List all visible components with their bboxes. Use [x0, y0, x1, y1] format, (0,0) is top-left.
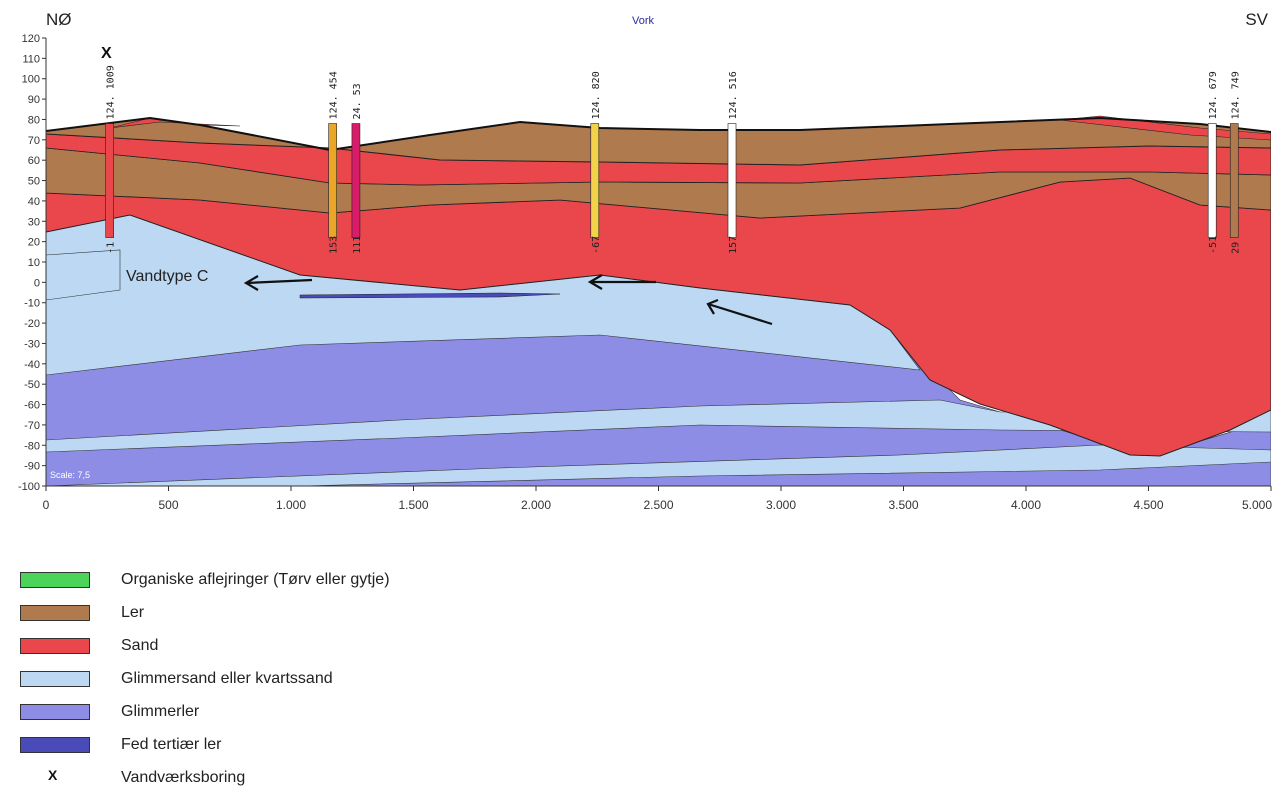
y-tick-label: -10 — [24, 298, 40, 310]
x-tick-label: 500 — [158, 498, 178, 512]
y-tick-label: 20 — [28, 237, 40, 249]
borehole-column — [351, 123, 361, 238]
borehole-bottom-label: 157 — [728, 236, 739, 254]
borehole-bottom-label: 153 — [329, 236, 340, 254]
borehole-top-label: 124. 679 — [1208, 71, 1219, 119]
x-tick-label: 1.500 — [398, 498, 428, 512]
legend-swatch-fed-tertiaer-ler — [20, 737, 90, 753]
legend-label-sand: Sand — [121, 637, 159, 654]
y-tick-label: 120 — [22, 33, 40, 45]
section-title: Vork — [631, 15, 654, 27]
legend-label-glimmersand: Glimmersand eller kvartssand — [121, 670, 333, 687]
x-tick-label: 4.000 — [1011, 498, 1041, 512]
x-tick-label: 1.000 — [276, 498, 306, 512]
strata — [46, 115, 1271, 486]
y-tick-label: 10 — [28, 257, 40, 269]
y-tick-label: -80 — [24, 440, 40, 452]
borehole-bottom-label: -51 — [1208, 236, 1219, 254]
flow-arrow-2 — [587, 274, 656, 290]
borehole-top-label: 124. 749 — [1230, 71, 1241, 119]
flow-arrow-1 — [243, 275, 313, 291]
y-tick-label: -40 — [24, 359, 40, 371]
y-tick-label: 100 — [22, 74, 40, 86]
y-tick-label: 80 — [28, 114, 40, 126]
y-axis-ticks: 1201101009080706050403020100-10-20-30-40… — [18, 33, 46, 493]
borehole-top-label: 124. 1009 — [106, 65, 117, 119]
ground-surface-line — [46, 116, 1271, 152]
borehole-bottom-label: 111 — [352, 236, 363, 254]
direction-northeast-label: NØ — [46, 10, 72, 29]
borehole-top-label: 124. 820 — [591, 71, 602, 119]
borehole-column — [727, 123, 737, 238]
y-tick-label: -90 — [24, 461, 40, 473]
wellfield-marker: X — [101, 45, 112, 62]
flow-arrow-3 — [706, 298, 773, 326]
y-tick-label: 60 — [28, 155, 40, 167]
layer-sand-surface-right — [1059, 115, 1271, 141]
borehole-bottom-label: 29 — [1230, 242, 1241, 254]
legend-swatch-ler — [20, 605, 90, 621]
y-tick-label: -30 — [24, 338, 40, 350]
x-tick-label: 2.500 — [643, 498, 673, 512]
borehole-column — [1229, 123, 1239, 238]
y-tick-label: -50 — [24, 379, 40, 391]
layer-glimmersand-band-3 — [46, 444, 1271, 486]
y-tick-label: -100 — [18, 481, 40, 493]
legend-symbol-x: X — [48, 767, 58, 783]
y-tick-label: -70 — [24, 420, 40, 432]
borehole-bottom-label: -1 — [106, 242, 117, 254]
layer-glimmersand-left — [46, 249, 121, 301]
flow-arrows — [243, 274, 773, 326]
x-tick-label: 0 — [43, 498, 50, 512]
x-tick-label: 3.500 — [888, 498, 918, 512]
borehole-bottom-label: -67 — [591, 236, 602, 254]
y-tick-label: 70 — [28, 135, 40, 147]
scale-label: Scale: 7,5 — [50, 470, 90, 480]
layer-fed-tertiaer-ler — [299, 292, 561, 299]
y-tick-label: -60 — [24, 400, 40, 412]
x-axis-ticks: 0 500 1.000 1.500 2.000 2.500 3.000 3.500 4.000 4… — [43, 486, 1272, 512]
legend-label-ler: Ler — [121, 604, 145, 621]
legend-swatch-glimmersand — [20, 671, 90, 687]
y-tick-label: 40 — [28, 196, 40, 208]
legend-label-glimmerler: Glimmerler — [121, 703, 200, 720]
y-tick-label: 50 — [28, 176, 40, 188]
boreholes: 124. 1009 -1 124. 454 153 24. 53 111 124. 820 -… — [105, 65, 1241, 254]
borehole-column — [105, 123, 114, 238]
direction-southwest-label: SV — [1245, 10, 1268, 29]
y-tick-label: 30 — [28, 216, 40, 228]
borehole-top-label: 124. 516 — [728, 71, 739, 119]
legend-label-organic: Organiske aflejringer (Tørv eller gytje) — [121, 571, 390, 588]
y-tick-label: 0 — [34, 277, 40, 289]
borehole-top-label: 124. 454 — [329, 71, 340, 119]
legend-swatch-organic — [20, 572, 90, 588]
x-tick-label: 3.000 — [766, 498, 796, 512]
borehole-top-label: 24. 53 — [352, 83, 363, 119]
x-tick-label: 2.000 — [521, 498, 551, 512]
legend-swatch-sand — [20, 638, 90, 654]
legend-label-vandvaerksboring: Vandværksboring — [121, 769, 246, 786]
y-tick-label: 90 — [28, 94, 40, 106]
borehole-column — [1207, 123, 1217, 238]
water-type-label: Vandtype C — [126, 268, 208, 285]
legend-swatch-glimmerler — [20, 704, 90, 720]
borehole-column — [328, 123, 337, 238]
borehole-column — [590, 123, 600, 238]
x-tick-label: 4.500 — [1133, 498, 1163, 512]
legend-label-fed-tertiaer-ler: Fed tertiær ler — [121, 736, 222, 753]
y-tick-label: -20 — [24, 318, 40, 330]
y-tick-label: 110 — [22, 53, 40, 65]
geological-cross-section: 1201101009080706050403020100-10-20-30-40… — [18, 33, 1272, 512]
x-tick-label: 5.000 — [1242, 498, 1272, 512]
layer-glimmersand-band-2 — [46, 399, 1271, 453]
